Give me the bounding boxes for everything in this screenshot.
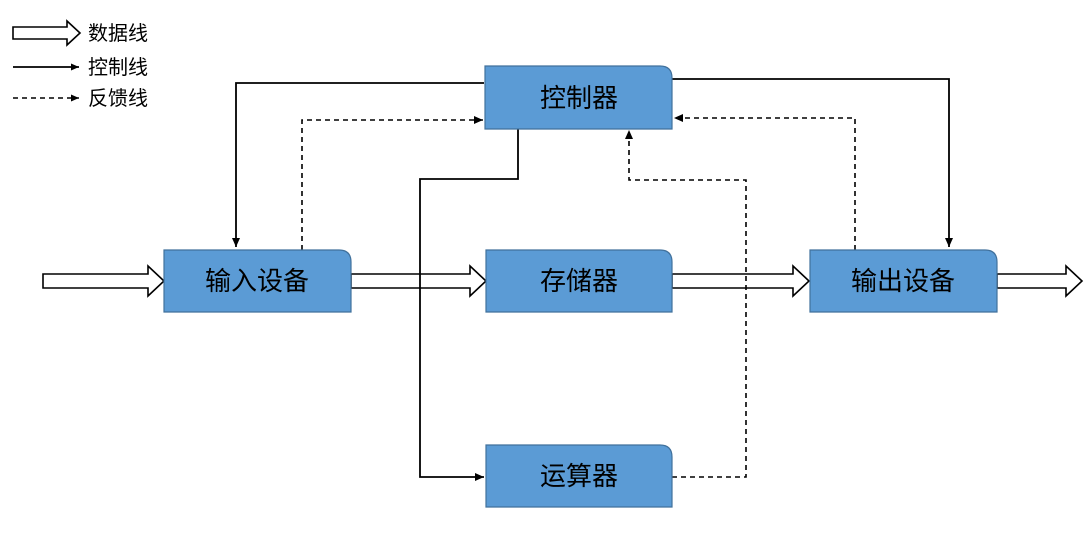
data-arrow-out-of-output [996,264,1084,298]
input-device-label: 输入设备 [205,267,309,297]
control-line-to-output [672,78,953,247]
alu-label: 运算器 [540,462,618,492]
data-arrow-input-to-memory [350,264,488,298]
node-controller: 控制器 [484,65,673,130]
feedback-lines [301,114,856,478]
control-lines [232,78,953,481]
legend-control-label: 控制线 [88,55,148,79]
feedback-line-from-alu [625,130,747,478]
legend-data-line: 数据线 [12,19,148,47]
node-alu: 运算器 [485,444,673,508]
legend-feedback-line: 反馈线 [13,86,148,110]
data-arrow-memory-to-output [671,264,811,298]
feedback-line-from-input [301,116,483,250]
control-line-to-input [232,82,484,247]
data-arrow-into-input [42,264,166,298]
node-input-device: 输入设备 [163,249,352,313]
output-device-label: 输出设备 [851,267,955,297]
memory-label: 存储器 [540,267,618,297]
controller-label: 控制器 [540,84,618,114]
control-line-to-alu [419,129,519,481]
legend-feedback-label: 反馈线 [88,86,148,110]
feedback-line-from-output [674,114,856,250]
data-lines [42,264,1084,298]
node-memory: 存储器 [485,249,673,313]
legend-data-label: 数据线 [88,21,148,45]
legend-control-line: 控制线 [13,55,148,79]
data-line-arrow-icon [12,19,82,47]
legend: 数据线 控制线 反馈线 [12,19,148,110]
node-output-device: 输出设备 [809,249,998,313]
